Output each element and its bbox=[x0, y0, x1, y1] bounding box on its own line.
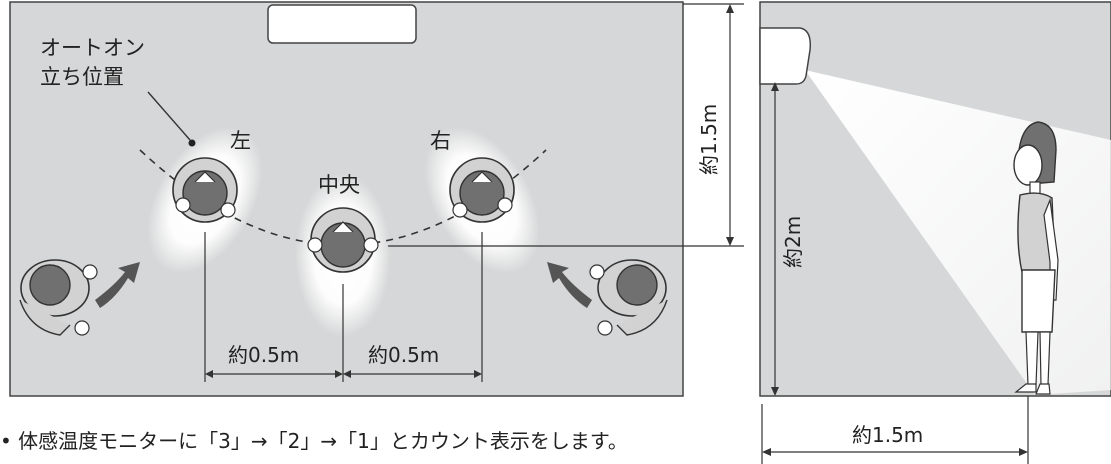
dim-arrowhead bbox=[771, 82, 779, 91]
top-view-depth-dimension: 約1.5m bbox=[388, 3, 744, 247]
position-right-label: 右 bbox=[430, 129, 451, 153]
dim-arrowhead bbox=[762, 448, 771, 456]
aircon-unit-top bbox=[267, 4, 417, 44]
auto-on-leader bbox=[147, 91, 191, 141]
person-walking-left bbox=[19, 259, 98, 336]
dim-left-center-label: 約0.5m bbox=[228, 343, 299, 367]
arrow-left-icon bbox=[95, 262, 140, 308]
person-center-top bbox=[307, 207, 379, 273]
side-distance-label: 約1.5m bbox=[852, 423, 923, 447]
side-height-label: 約2m bbox=[781, 216, 805, 268]
dim-arrowhead bbox=[205, 370, 213, 378]
dim-arrowhead bbox=[474, 370, 482, 378]
arrow-right-icon bbox=[547, 262, 592, 308]
dim-arrowhead bbox=[1019, 448, 1028, 456]
person-walking-right bbox=[589, 259, 668, 336]
dim-arrowhead bbox=[726, 237, 734, 246]
position-center-label: 中央 bbox=[318, 173, 360, 197]
aircon-unit-side bbox=[759, 27, 812, 85]
dim-arrowhead bbox=[343, 370, 351, 378]
position-left-label: 左 bbox=[230, 129, 251, 153]
leader-dot bbox=[188, 139, 196, 147]
top-view: オートオン 立ち位置 左 中央 右 約0.5m 約0.5m bbox=[9, 1, 684, 397]
person-left-top bbox=[172, 157, 238, 223]
dim-arrowhead bbox=[771, 387, 779, 396]
dim-arrowhead bbox=[335, 370, 343, 378]
auto-on-label-line1: オートオン bbox=[40, 36, 145, 60]
side-view: 約2m 約1.5m bbox=[759, 1, 1111, 464]
person-right-top bbox=[449, 157, 515, 223]
dim-center-right-label: 約0.5m bbox=[368, 343, 439, 367]
caption-text: • 体感温度モニターに「3」→「2」→「1」とカウント表示をします。 bbox=[0, 429, 628, 453]
dim-arrowhead bbox=[726, 4, 734, 13]
auto-on-label-line2: 立ち位置 bbox=[40, 65, 124, 89]
dim-height-label: 約1.5m bbox=[697, 104, 721, 175]
person-standing bbox=[1013, 121, 1059, 395]
